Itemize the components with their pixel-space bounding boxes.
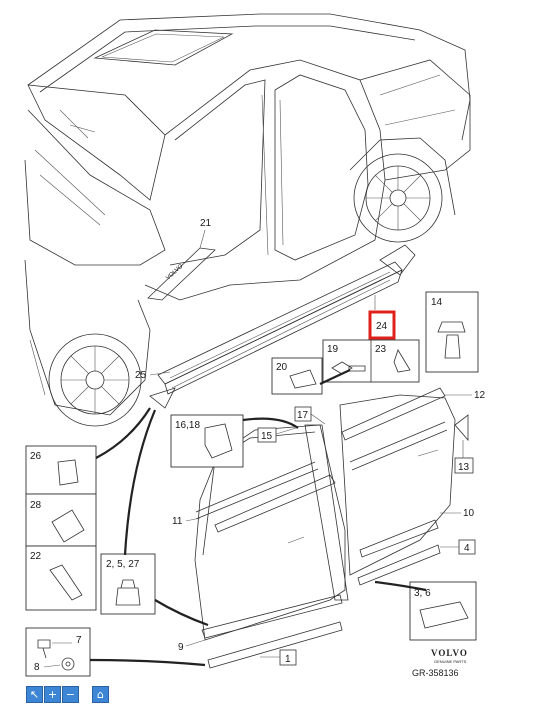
callout-arrows — [89, 369, 427, 667]
zoom-in-button[interactable]: + — [44, 686, 61, 703]
part-label-10: 10 — [463, 508, 475, 519]
part-box-2-5-27: 2, 5, 27 — [100, 553, 156, 615]
highlight-box-24 — [368, 310, 396, 340]
car-body-illustration — [24, 13, 471, 427]
part-label-24-group[interactable]: 24 — [368, 310, 396, 340]
callout-labels: 21 25 12 11 10 9 17 15 13 4 1 — [135, 218, 486, 666]
part-label-19: 19 — [327, 344, 339, 355]
part-label-17: 17 — [297, 410, 309, 421]
part-box-3-6: 3, 6 — [409, 581, 477, 641]
part-box-7-8: 7 8 — [25, 627, 91, 677]
zoom-out-button[interactable]: − — [62, 686, 79, 703]
part-label-21: 21 — [200, 218, 212, 229]
part-box-28: 28 — [25, 493, 97, 547]
part-label-15: 15 — [261, 431, 273, 442]
brand-tagline: GENUINE PARTS — [434, 659, 467, 664]
brand-logo-text: VOLVO — [431, 648, 468, 658]
plus-icon: + — [47, 688, 58, 701]
sill-plate-21: VOLVO — [147, 229, 216, 301]
part-label-23: 23 — [375, 344, 387, 355]
part-box-20: 20 — [271, 357, 323, 395]
part-label-9: 9 — [178, 642, 184, 653]
part-box-26: 26 — [25, 445, 97, 495]
part-label-20: 20 — [276, 362, 288, 373]
home-icon: ⌂ — [97, 688, 104, 701]
home-button[interactable]: ⌂ — [92, 686, 109, 703]
part-label-12: 12 — [474, 390, 486, 401]
diagram-reference: GR-358136 — [412, 668, 459, 678]
cursor-icon: ↖ — [29, 688, 40, 701]
sill-cover-strips — [149, 244, 416, 409]
sill-plate-text: VOLVO — [165, 263, 184, 281]
part-label-4: 4 — [464, 543, 470, 554]
part-label-22: 22 — [30, 551, 42, 562]
part-label-24: 24 — [376, 321, 388, 332]
rear-door — [339, 387, 469, 586]
select-pointer-button[interactable]: ↖ — [26, 686, 43, 703]
part-label-2-5-27: 2, 5, 27 — [106, 559, 140, 570]
part-label-13: 13 — [458, 462, 470, 473]
part-label-26: 26 — [30, 451, 42, 462]
part-label-1: 1 — [285, 654, 291, 665]
part-label-7: 7 — [76, 635, 82, 646]
part-box-22: 22 — [25, 545, 97, 611]
part-box-14: 14 — [425, 291, 479, 373]
part-label-25: 25 — [135, 370, 147, 381]
part-label-16-18: 16,18 — [175, 420, 200, 431]
minus-icon: − — [65, 688, 76, 701]
part-label-14: 14 — [431, 297, 443, 308]
part-label-3-6: 3, 6 — [414, 588, 431, 599]
part-label-28: 28 — [30, 500, 42, 511]
brand-block: VOLVO GENUINE PARTS GR-358136 — [412, 648, 468, 678]
part-label-11: 11 — [172, 516, 183, 527]
part-label-8: 8 — [34, 662, 40, 673]
part-box-16-18: 16,18 — [170, 414, 244, 468]
